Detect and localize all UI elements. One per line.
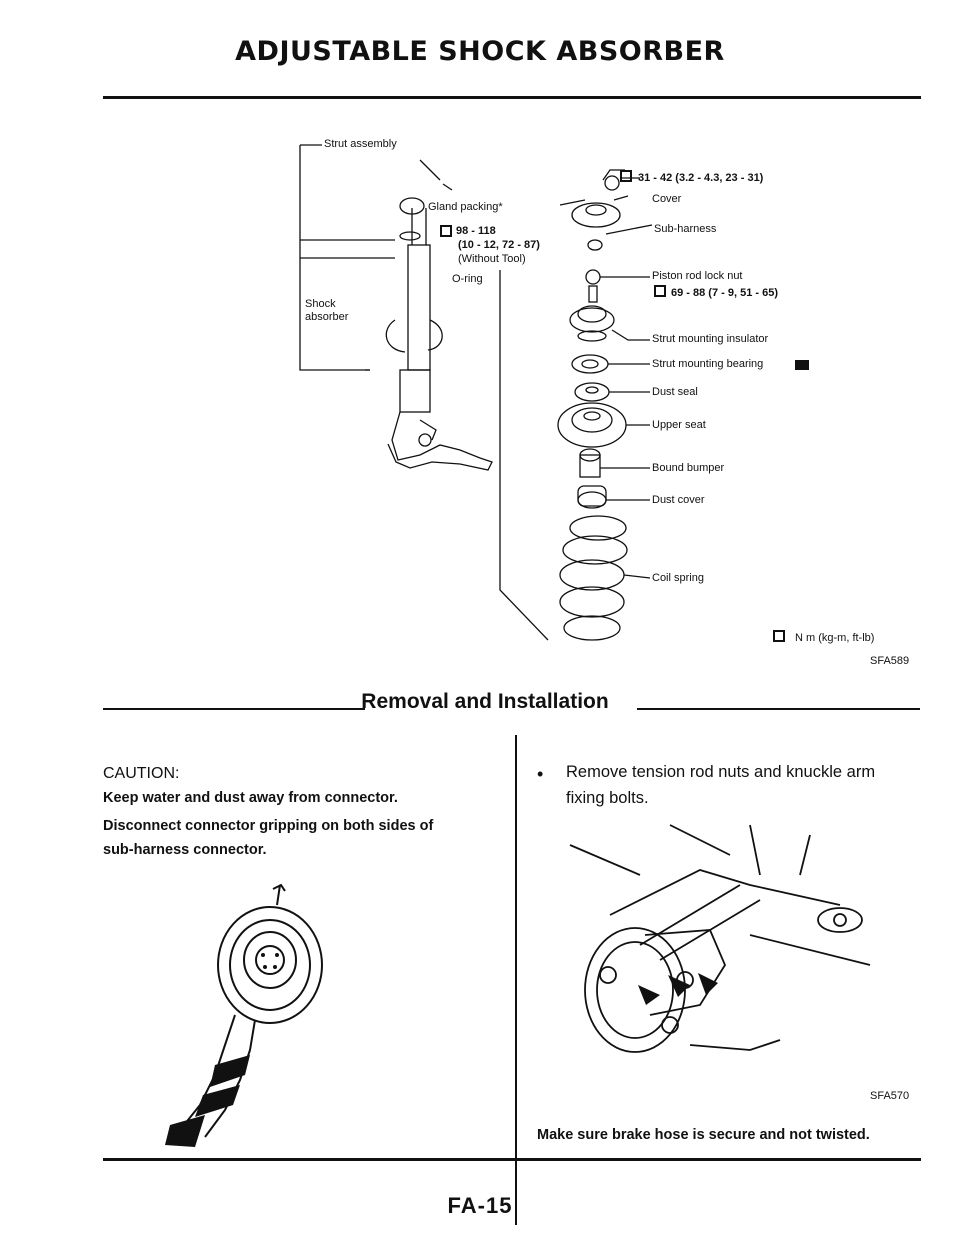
bullet-line-1: Remove tension rod nuts and knuckle arm: [566, 763, 876, 781]
footer-rule: [103, 1158, 921, 1161]
label-shock-absorber-2: absorber: [305, 311, 349, 323]
label-cover-torque: 31 - 42 (3.2 - 4.3, 23 - 31): [638, 172, 764, 184]
header-rule: [103, 96, 921, 99]
caution-line-1: Keep water and dust away from connector.: [103, 790, 398, 806]
label-cover: Cover: [652, 193, 682, 205]
label-insulator: Strut mounting insulator: [652, 333, 769, 345]
label-gland-torque: 98 - 118: [456, 225, 496, 237]
label-upper-seat: Upper seat: [652, 419, 706, 431]
label-piston-torque: 69 - 88 (7 - 9, 51 - 65): [671, 287, 778, 299]
caution-line-2: Disconnect connector gripping on both si…: [103, 818, 434, 834]
label-dust-cover: Dust cover: [652, 494, 705, 506]
label-o-ring: O-ring: [452, 273, 483, 285]
section-rule-left: [103, 708, 365, 710]
label-bearing: Strut mounting bearing: [652, 358, 764, 370]
figure-code-sfa570: SFA570: [870, 1090, 910, 1102]
label-units: N m (kg-m, ft-lb): [795, 632, 875, 644]
column-divider: [515, 735, 517, 1225]
caution-line-3: sub-harness connector.: [103, 842, 267, 858]
label-bound-bumper: Bound bumper: [652, 462, 725, 474]
label-sub-harness: Sub-harness: [654, 223, 717, 235]
bullet-dot: •: [537, 764, 544, 784]
label-strut-assembly: Strut assembly: [324, 138, 397, 150]
caution-heading: CAUTION:: [103, 765, 180, 782]
figure-code-sfa589: SFA589: [870, 655, 910, 667]
brake-hose-note: Make sure brake hose is secure and not t…: [537, 1127, 870, 1143]
page-title: ADJUSTABLE SHOCK ABSORBER: [235, 36, 725, 67]
label-shock-absorber-1: Shock: [305, 298, 336, 310]
section-rule-right: [637, 708, 920, 710]
label-gland-torque-kgm: (10 - 12, 72 - 87): [458, 239, 540, 251]
label-piston-nut: Piston rod lock nut: [652, 270, 743, 282]
bullet-line-2: fixing bolts.: [566, 789, 649, 807]
label-coil-spring: Coil spring: [652, 572, 704, 584]
connector-illustration: [165, 883, 323, 1147]
tension-rod-illustration: [569, 824, 871, 1053]
page-number: FA-15: [447, 1193, 513, 1218]
label-without-tool: (Without Tool): [458, 253, 526, 265]
label-gland-packing: Gland packing*: [428, 201, 503, 213]
section-title: Removal and Installation: [361, 690, 609, 713]
label-dust-seal: Dust seal: [652, 386, 698, 398]
strut-exploded-diagram: [299, 144, 809, 642]
